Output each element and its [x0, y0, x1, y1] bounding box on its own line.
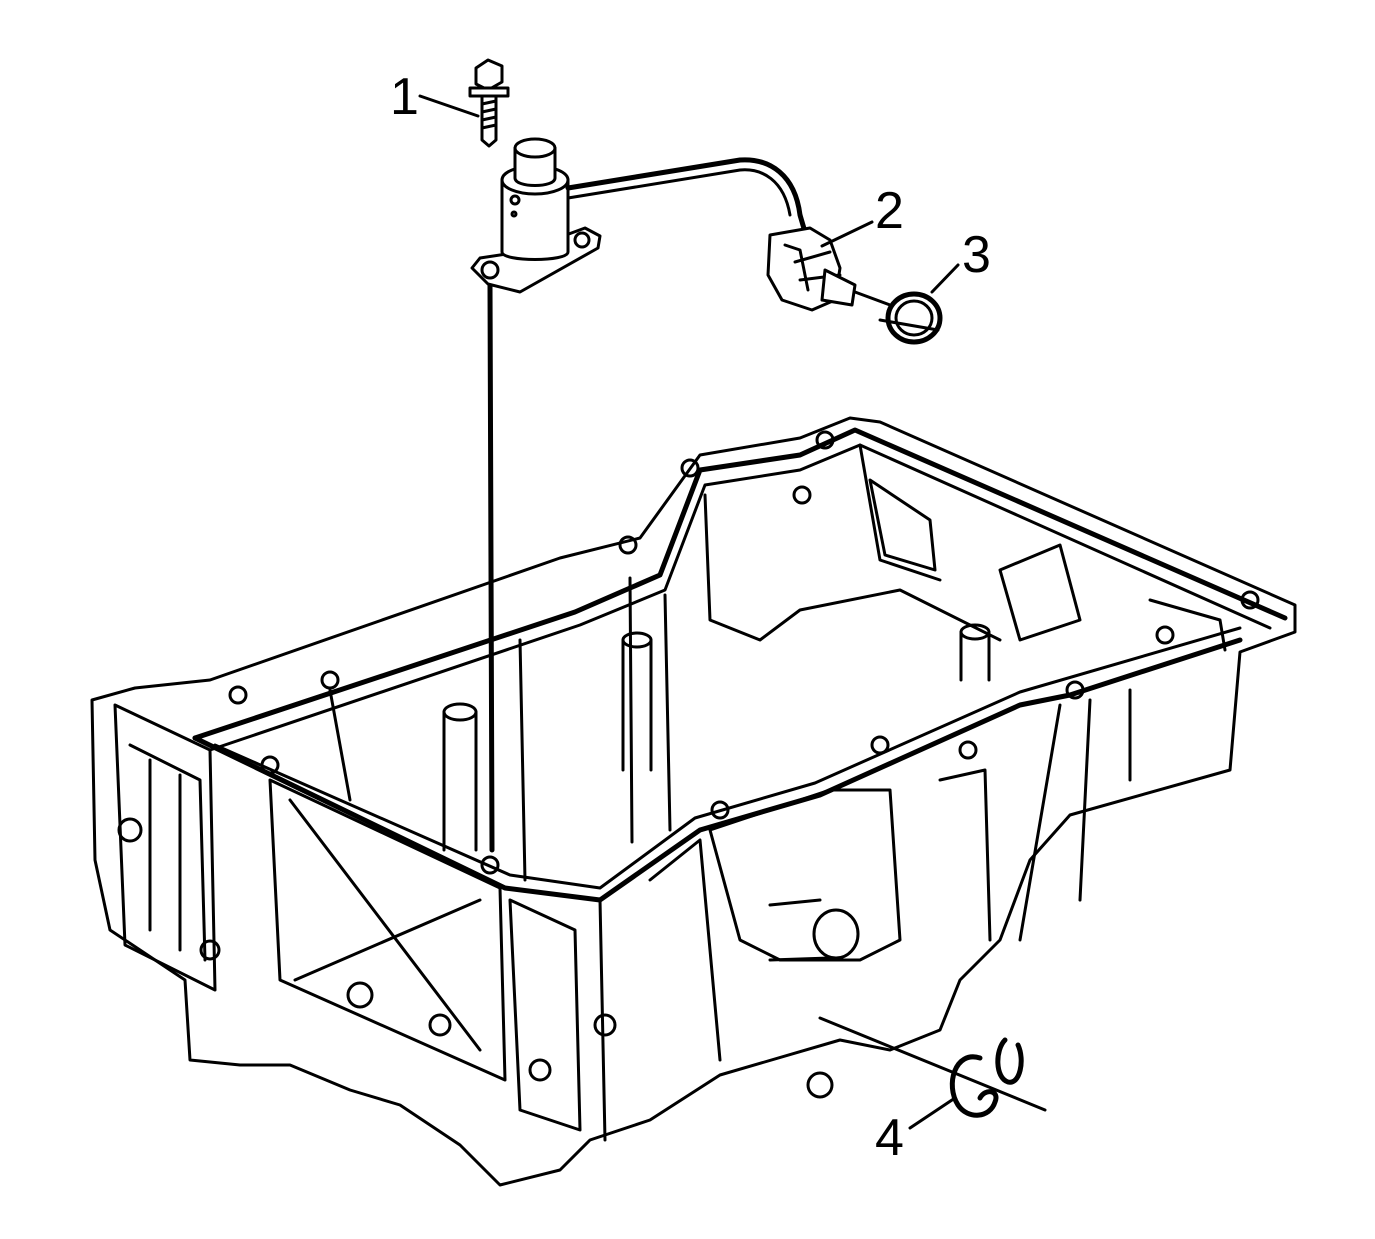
leader-lines: [418, 94, 960, 1130]
callout-4: 4: [875, 1109, 904, 1167]
oil-level-sensor: [470, 137, 602, 853]
callout-labels: 1 2 3 4: [390, 68, 991, 1167]
callout-1: 1: [390, 68, 419, 126]
leader-line-4: [908, 1096, 957, 1130]
mounting-bolt: [468, 58, 510, 148]
callout-2: 2: [875, 182, 904, 240]
leader-line-2: [820, 220, 874, 248]
electrical-connector: [766, 226, 892, 312]
oil-pan: [90, 416, 1297, 1187]
leader-line-1: [418, 94, 480, 118]
leader-line-3: [930, 263, 960, 294]
sensor-harness: [565, 157, 808, 235]
callout-3: 3: [962, 226, 991, 284]
retaining-clips: [818, 1016, 1047, 1118]
o-ring-seal: [878, 291, 943, 345]
